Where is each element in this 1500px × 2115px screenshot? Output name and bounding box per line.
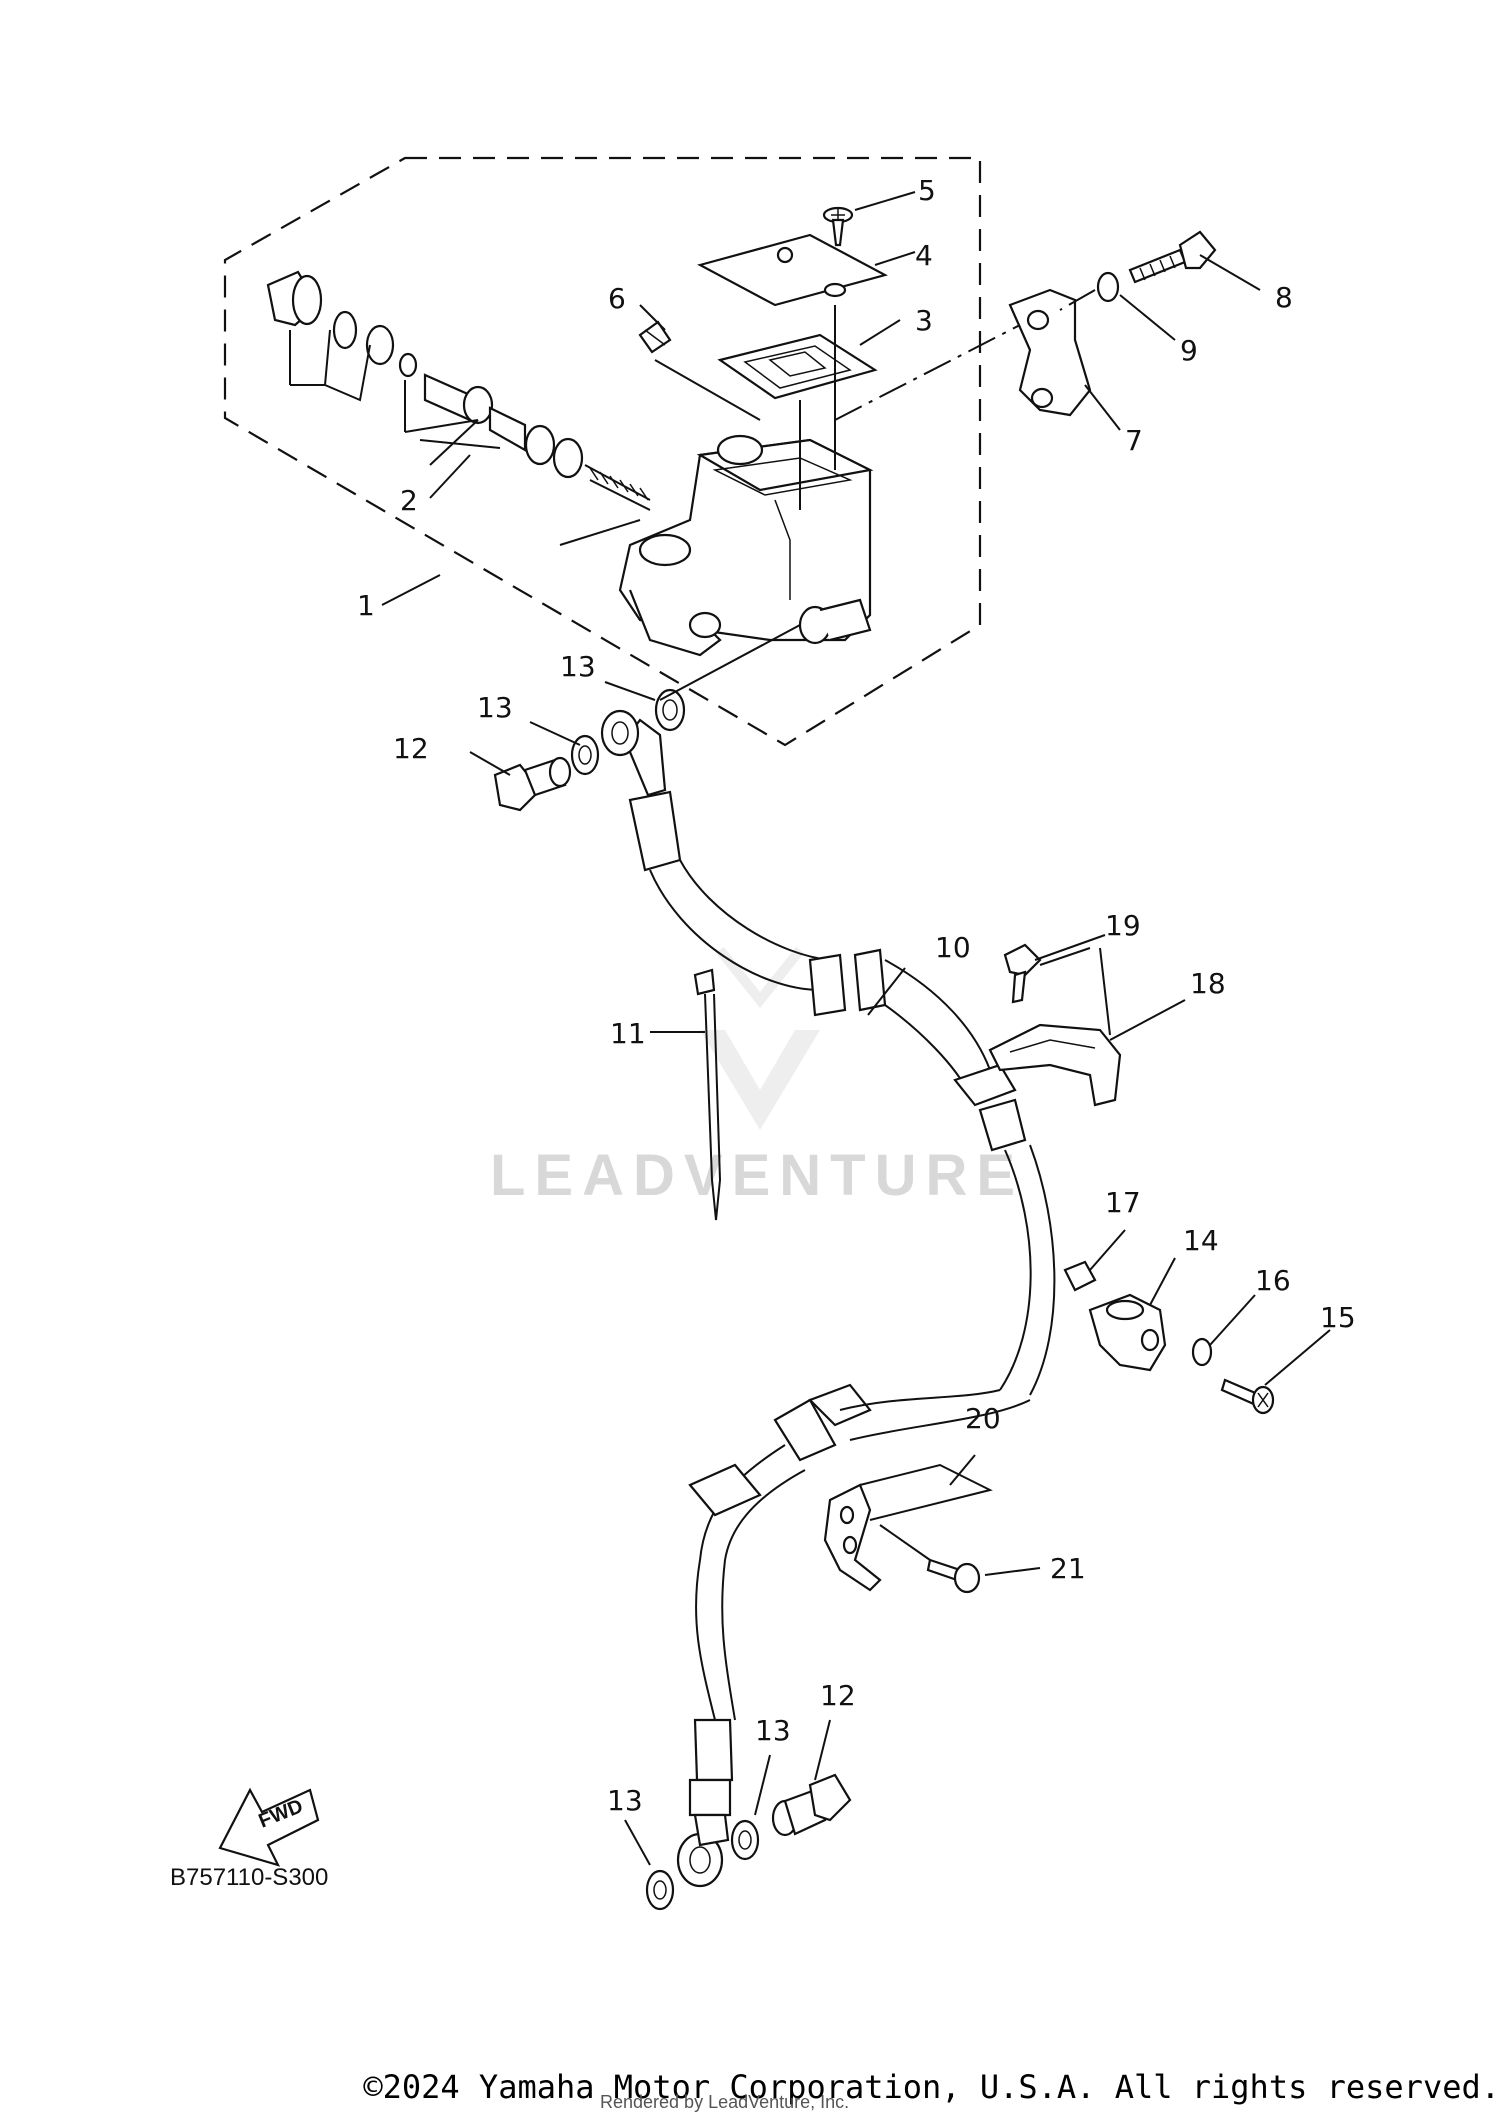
diagram-code: B757110-S300: [170, 1864, 328, 1891]
hose-clip: [823, 1463, 993, 1592]
brake-hose: [600, 709, 1056, 1888]
callout-1: 1: [357, 589, 375, 622]
crush-washer-3: [730, 1819, 760, 1861]
holder-clip: [638, 320, 672, 354]
handlebar-clamp: [1008, 288, 1092, 417]
callout-13-upper-right: 13: [560, 650, 596, 683]
callout-12-upper: 12: [393, 732, 429, 765]
guide-bolt: [1003, 943, 1042, 1004]
callout-13-lower-left: 13: [607, 1784, 643, 1817]
screw: [822, 206, 854, 247]
diaphragm: [717, 333, 878, 400]
fwd-arrow: FWD: [218, 1787, 320, 1867]
crush-washer-2: [570, 734, 600, 776]
callout-5: 5: [918, 174, 936, 207]
clamp-washer: [1096, 271, 1120, 303]
callout-19: 19: [1105, 909, 1141, 942]
copyright-notice: ©2024 Yamaha Motor Corporation, U.S.A. A…: [363, 2068, 1500, 2106]
callout-12-lower: 12: [820, 1679, 856, 1712]
crush-washer-1: [654, 688, 686, 732]
watermark-logo: [700, 946, 820, 1130]
callout-14: 14: [1183, 1224, 1219, 1257]
callout-15: 15: [1320, 1301, 1356, 1334]
holder-collar: [1063, 1260, 1097, 1292]
holder-screw: [1220, 1378, 1275, 1415]
cable-tie: [693, 968, 722, 1221]
callout-20: 20: [965, 1402, 1001, 1435]
rendered-by-notice: Rendered by LeadVenture, Inc.: [600, 2092, 850, 2112]
callout-17: 17: [1105, 1186, 1141, 1219]
master-cylinder-body: [618, 434, 874, 657]
crush-washer-4: [645, 1869, 675, 1911]
callout-18: 18: [1190, 967, 1226, 1000]
callout-2: 2: [400, 484, 418, 517]
hose-guide: [988, 1023, 1122, 1107]
reservoir-cover: [697, 233, 888, 307]
master-cylinder-assembly-outline: [223, 156, 982, 747]
union-bolt-lower: [771, 1773, 852, 1837]
clip-bolt: [926, 1558, 981, 1594]
callout-13-upper-left: 13: [477, 691, 513, 724]
piston-kit: [266, 270, 651, 511]
callout-21: 21: [1050, 1552, 1086, 1585]
callout-4: 4: [915, 239, 933, 272]
callout-8: 8: [1275, 281, 1293, 314]
callout-13-lower-right: 13: [755, 1714, 791, 1747]
hose-holder: [1088, 1293, 1167, 1372]
callout-3: 3: [915, 304, 933, 337]
holder-washer: [1191, 1337, 1213, 1367]
callout-10: 10: [935, 931, 971, 964]
callout-9: 9: [1180, 334, 1198, 367]
callout-11: 11: [610, 1017, 646, 1050]
callout-6: 6: [608, 282, 626, 315]
watermark-text: LEADVENTURE: [490, 1143, 1024, 1208]
callout-16: 16: [1255, 1264, 1291, 1297]
union-bolt-upper: [493, 756, 572, 812]
callout-7: 7: [1125, 424, 1143, 457]
